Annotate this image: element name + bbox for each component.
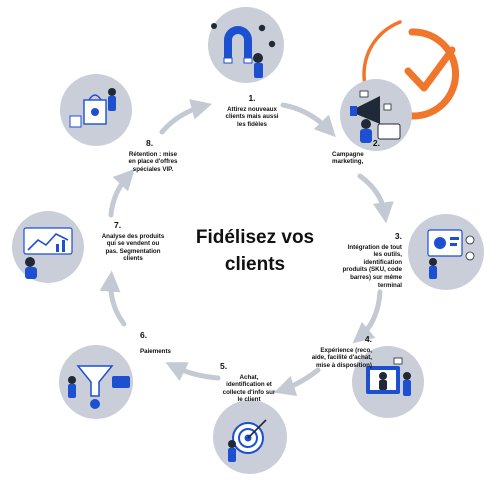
step-6-text: Paiements [140, 347, 171, 355]
step-6-number: 6. [140, 330, 148, 340]
shopping-bag-icon [83, 94, 107, 125]
funnel-payment-icon [76, 365, 114, 409]
step-3-label: 3. Intégration de tout les outils, ident… [338, 231, 402, 289]
arrow-2-3 [357, 173, 394, 224]
arrow-6-7 [99, 270, 127, 327]
arrows [99, 99, 394, 396]
step-8-number: 8. [146, 138, 154, 148]
arrow-7-8 [108, 168, 135, 218]
step-2-label: 2. Campagne marketing, [332, 138, 380, 166]
step-7-illustration [12, 211, 84, 283]
step-5-label: 5. Achat, identification et collecte d'i… [220, 361, 278, 404]
step-2-text: Campagne marketing, [332, 150, 364, 166]
step-8-text: Rétention : mise en place d'offres spéci… [128, 150, 178, 173]
arrow-5-6 [165, 362, 221, 382]
step-6-label: 6. Paiements [140, 330, 190, 355]
step-4-illustration [352, 346, 424, 418]
step-5-text: Achat, identification et collecte d'info… [222, 373, 276, 404]
diagram-title: Fidélisez vos clients [195, 227, 315, 275]
target-icon [232, 419, 267, 454]
step-7-number: 7. [114, 220, 122, 230]
arrow-1-2 [280, 102, 336, 138]
step-7-label: 7. Analyse des produits qui se vendent o… [100, 220, 166, 263]
step-1-text: Attirez nouveaux clients mais aussi les … [225, 105, 279, 128]
step-7-text: Analyse des produits qui se vendent ou p… [101, 232, 165, 263]
step-8-label: 8. Rétention : mise en place d'offres sp… [126, 138, 180, 173]
step-4-number: 4. [364, 334, 372, 344]
step-3-illustration [408, 214, 484, 290]
step-5-illustration [213, 400, 287, 474]
step-8-illustration [60, 74, 132, 146]
arrow-3-4 [352, 289, 383, 344]
step-2-illustration [340, 79, 412, 151]
analytics-icon [23, 227, 73, 255]
step-4-label: 4. Expérience (reco, aide, facilité d'ac… [306, 334, 372, 369]
step-2-number: 2. [372, 138, 380, 148]
arrow-4-5 [274, 367, 321, 396]
megaphone-icon [350, 96, 380, 124]
step-6-illustration [59, 345, 133, 419]
step-3-number: 3. [394, 231, 402, 241]
step-1-illustration [208, 7, 284, 83]
arrow-8-1 [159, 99, 213, 135]
step-1-label: 1. Attirez nouveaux clients mais aussi l… [222, 93, 282, 128]
step-1-number: 1. [248, 93, 256, 103]
magnet-icon [223, 26, 253, 64]
step-3-text: Intégration de tout les outils, identifi… [342, 243, 402, 289]
step-4-text: Expérience (reco, aide, facilité d'achat… [311, 346, 372, 369]
step-5-number: 5. [220, 361, 228, 371]
dashboard-icon [427, 229, 463, 257]
